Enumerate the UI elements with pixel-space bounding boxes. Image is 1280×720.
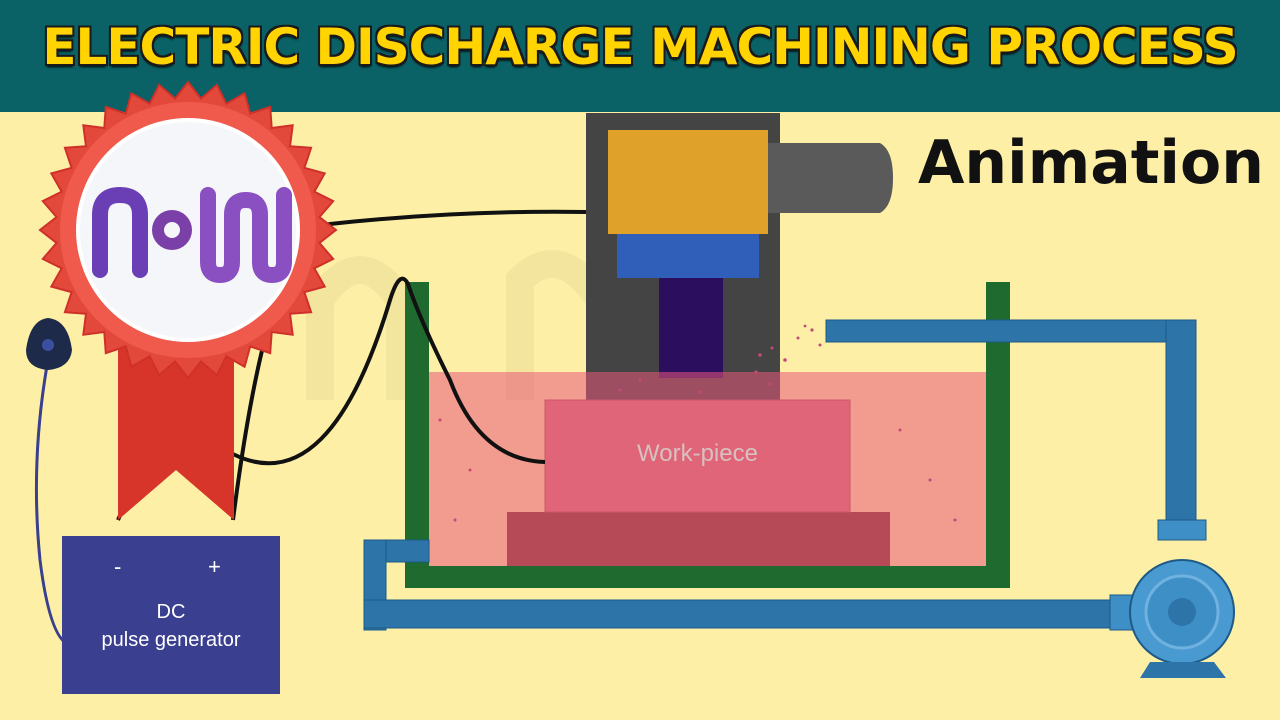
- workpiece-label: Work-piece: [637, 440, 758, 467]
- pump: [1109, 519, 1235, 678]
- ribbon-badge: [38, 80, 338, 520]
- servo-motor: [768, 143, 893, 213]
- positive-terminal-label: +: [208, 554, 221, 579]
- generator-label-line2: pulse generator: [101, 629, 241, 651]
- circulation-pipes: [363, 319, 1197, 631]
- debris-particles: [438, 324, 957, 522]
- dc-pulse-generator: - + DC pulse generator: [62, 536, 280, 694]
- mtw-logo: [92, 186, 292, 284]
- plug-pin: [42, 339, 54, 351]
- electrode-holder: [608, 130, 768, 234]
- generator-label-line1: DC: [156, 601, 186, 623]
- dielectric-fluid: [429, 372, 986, 566]
- power-cord: [34, 359, 71, 647]
- tool-electrode: [659, 278, 723, 378]
- holder-plate: [617, 234, 759, 278]
- negative-terminal-label: -: [114, 554, 122, 579]
- generator-label: DC pulse generator: [62, 598, 280, 654]
- page-title: ELECTRIC DISCHARGE MACHINING PROCESS: [42, 18, 1238, 76]
- animation-label: Animation: [918, 128, 1264, 198]
